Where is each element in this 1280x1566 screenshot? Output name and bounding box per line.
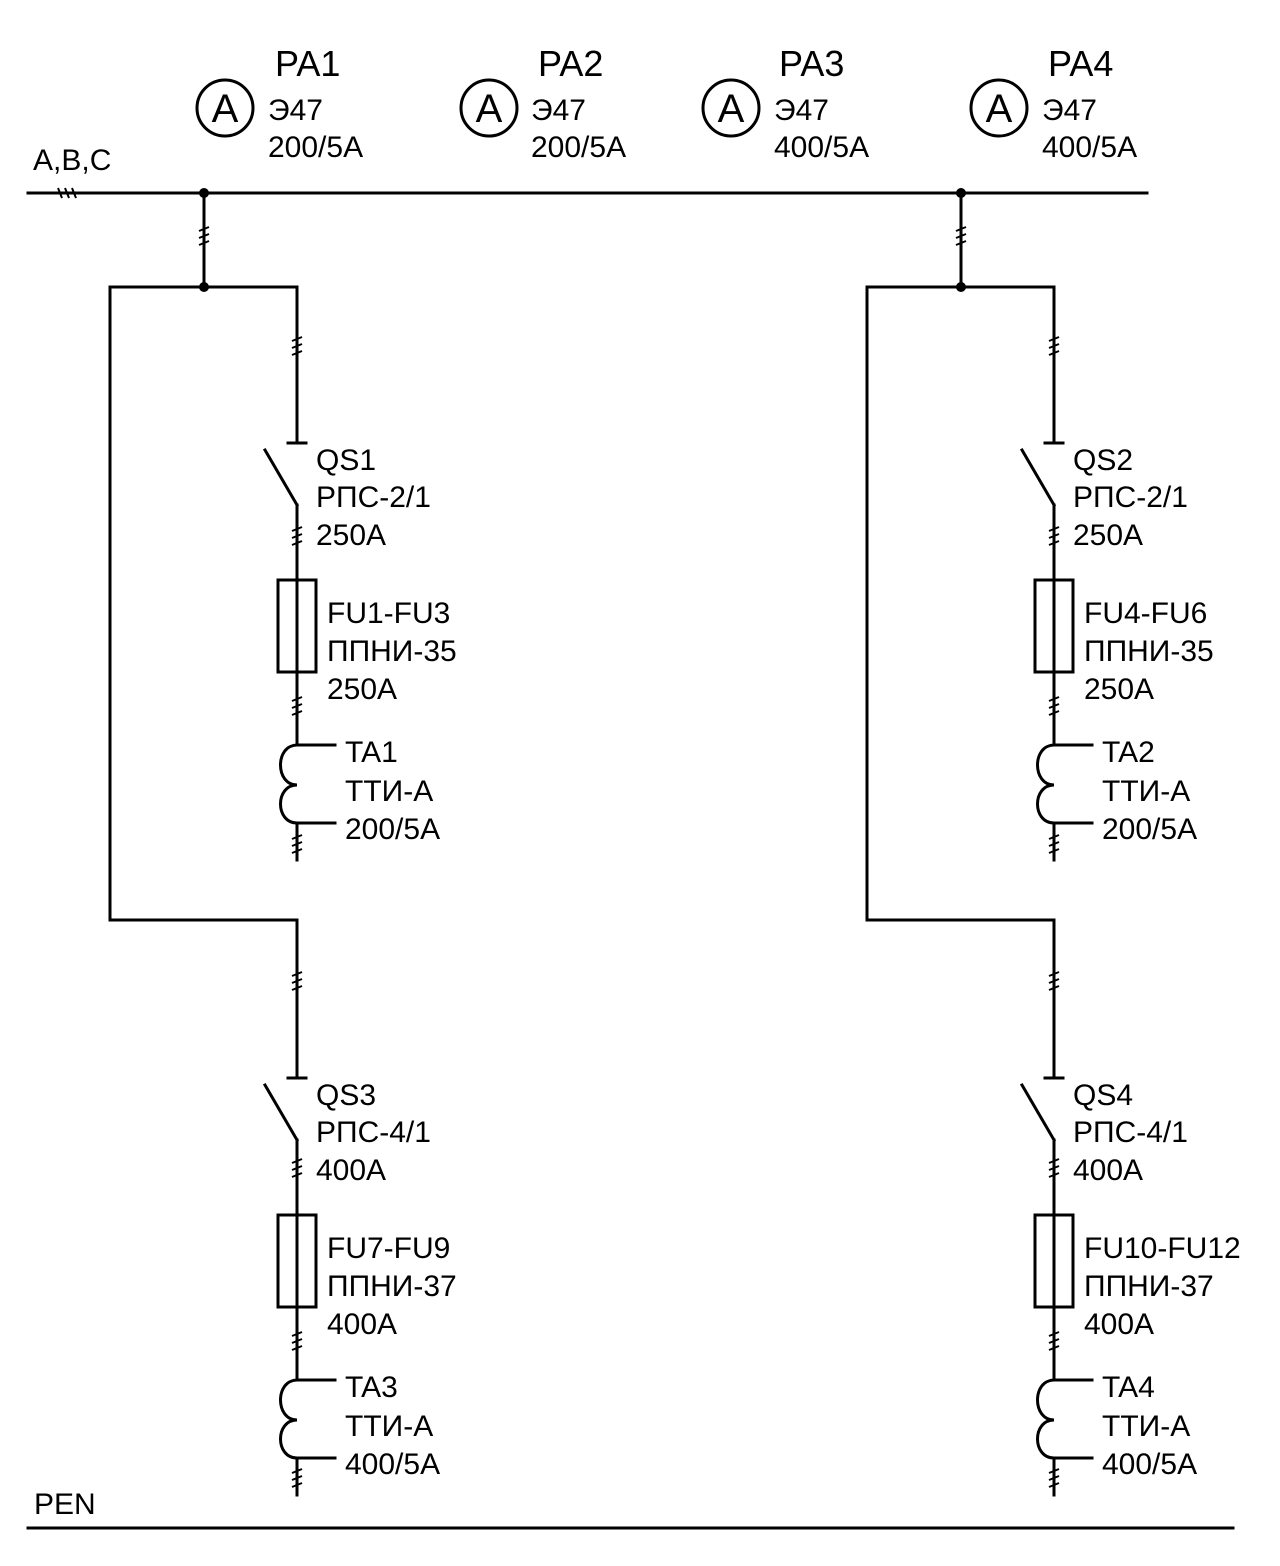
left-branch: QS1 РПС-2/1 250A FU1-FU3 ППНИ-35 250A TA… — [108, 188, 457, 1497]
transformer-rating: 200/5A — [345, 813, 440, 846]
transformer-type: ТТИ-А — [1102, 775, 1190, 808]
transformer-rating: 200/5A — [1102, 813, 1197, 846]
phase-ticks — [1048, 696, 1060, 716]
phase-ticks — [291, 1331, 303, 1351]
switch-id: QS4 — [1073, 1079, 1133, 1112]
switch-type: РПС-4/1 — [316, 1116, 431, 1149]
transformer-id: TA3 — [345, 1371, 398, 1404]
fuse-id: FU1-FU3 — [327, 597, 450, 630]
switch-rating: 400A — [316, 1154, 386, 1187]
fuse-rating: 250A — [1084, 673, 1154, 706]
meter-pa1: PA1 A Э47 200/5A — [195, 43, 363, 164]
ammeter-icon — [195, 78, 255, 138]
meter-rating: 400/5A — [774, 131, 869, 164]
fuse-rating: 400A — [1084, 1308, 1154, 1341]
phase-ticks — [198, 226, 210, 246]
ammeter-symbol: A — [986, 87, 1013, 131]
switch-type: РПС-4/1 — [1073, 1116, 1188, 1149]
fuse-rating: 400A — [327, 1308, 397, 1341]
phase-ticks — [291, 696, 303, 716]
transformer-id: TA1 — [345, 736, 398, 769]
meter-id: PA2 — [538, 43, 603, 84]
meter-type: Э47 — [268, 94, 323, 127]
ammeter-symbol: A — [212, 87, 239, 131]
meter-id: PA4 — [1048, 43, 1113, 84]
fuse-type: ППНИ-37 — [1084, 1270, 1214, 1303]
fuse-type: ППНИ-35 — [1084, 635, 1214, 668]
meter-pa4: PA4 A Э47 400/5A — [969, 43, 1137, 164]
ammeter-icon — [459, 78, 519, 138]
pen-label: PEN — [34, 1488, 96, 1521]
switch-blade — [262, 1082, 300, 1143]
phase-ticks — [1048, 1331, 1060, 1351]
meter-id: PA1 — [275, 43, 340, 84]
phase-ticks — [1048, 1158, 1060, 1178]
pen-bus: PEN — [26, 1488, 1235, 1530]
phase-ticks — [291, 1158, 303, 1178]
ammeter-symbol: A — [718, 87, 745, 131]
transformer-type: ТТИ-А — [345, 775, 433, 808]
switch-blade — [262, 447, 300, 508]
phase-ticks — [1048, 834, 1060, 854]
phase-ticks — [1048, 526, 1060, 546]
ammeter-icon — [969, 78, 1029, 138]
switch-id: QS2 — [1073, 444, 1133, 477]
meter-type: Э47 — [1042, 94, 1097, 127]
fuse-type: ППНИ-35 — [327, 635, 457, 668]
fuse-id: FU4-FU6 — [1084, 597, 1207, 630]
phase-ticks — [291, 336, 303, 356]
current-transformer-icon — [1036, 743, 1094, 825]
transformer-type: ТТИ-А — [345, 1410, 433, 1443]
right-branch: QS2 РПС-2/1 250A FU4-FU6 ППНИ-35 250A TA… — [865, 188, 1241, 1497]
switch-blade — [1019, 1082, 1057, 1143]
ammeter-symbol: A — [476, 87, 503, 131]
bus-phase-ticks — [57, 187, 77, 199]
fuse-rating: 250A — [327, 673, 397, 706]
meter-id: PA3 — [779, 43, 844, 84]
ammeter-icon — [701, 78, 761, 138]
meter-rating: 200/5A — [531, 131, 626, 164]
switch-type: РПС-2/1 — [316, 481, 431, 514]
fuse-id: FU10-FU12 — [1084, 1232, 1241, 1265]
current-transformer-icon — [1036, 1378, 1094, 1460]
switch-rating: 400A — [1073, 1154, 1143, 1187]
switch-id: QS3 — [316, 1079, 376, 1112]
fuse-type: ППНИ-37 — [327, 1270, 457, 1303]
switch-blade — [1019, 447, 1057, 508]
phase-ticks — [291, 834, 303, 854]
meter-rating: 400/5A — [1042, 131, 1137, 164]
transformer-rating: 400/5A — [1102, 1448, 1197, 1481]
phase-ticks — [1048, 1468, 1060, 1488]
phase-ticks — [1048, 336, 1060, 356]
switch-type: РПС-2/1 — [1073, 481, 1188, 514]
switch-rating: 250A — [316, 519, 386, 552]
switch-id: QS1 — [316, 444, 376, 477]
meter-type: Э47 — [531, 94, 586, 127]
meter-pa3: PA3 A Э47 400/5A — [701, 43, 869, 164]
transformer-id: TA4 — [1102, 1371, 1155, 1404]
switch-rating: 250A — [1073, 519, 1143, 552]
phase-ticks — [955, 226, 967, 246]
current-transformer-icon — [279, 1378, 337, 1460]
phase-ticks — [1048, 971, 1060, 991]
phase-ticks — [291, 526, 303, 546]
meter-type: Э47 — [774, 94, 829, 127]
phase-ticks — [291, 971, 303, 991]
transformer-type: ТТИ-А — [1102, 1410, 1190, 1443]
current-transformer-icon — [279, 743, 337, 825]
meter-pa2: PA2 A Э47 200/5A — [459, 43, 626, 164]
phase-ticks — [291, 1468, 303, 1488]
bus-label: A,B,C — [33, 144, 111, 177]
transformer-id: TA2 — [1102, 736, 1155, 769]
fuse-id: FU7-FU9 — [327, 1232, 450, 1265]
transformer-rating: 400/5A — [345, 1448, 440, 1481]
meter-rating: 200/5A — [268, 131, 363, 164]
